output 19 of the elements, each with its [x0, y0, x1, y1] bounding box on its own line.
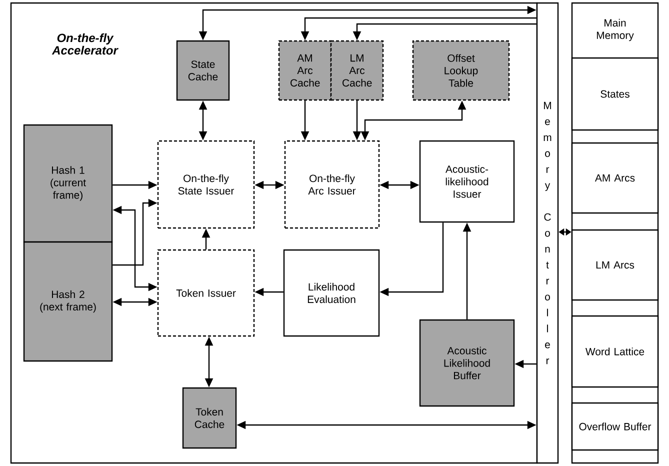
- memory-region: Word Lattice: [571, 315, 659, 388]
- cache-box: LM Arc Cache: [330, 40, 384, 101]
- hash-table-box: Hash 2 (next frame): [23, 241, 113, 362]
- evaluation-box: Likelihood Evaluation: [283, 249, 380, 337]
- issuer-box: On-the-fly Arc Issuer: [284, 140, 380, 229]
- cache-box: Token Cache: [182, 387, 237, 449]
- issuer-box: On-the-fly State Issuer: [157, 140, 255, 229]
- issuer-box: Token Issuer: [157, 249, 255, 337]
- controller-bar: Memory Controller: [536, 2, 559, 464]
- memory-region: AM Arcs: [571, 142, 659, 214]
- memory-region: States: [571, 57, 659, 131]
- cache-box: State Cache: [176, 40, 230, 101]
- cache-box: AM Arc Cache: [278, 40, 332, 101]
- memory-region: LM Arcs: [571, 229, 659, 301]
- hash-table-box: Hash 1 (current frame): [23, 124, 113, 243]
- issuer-box: Acoustic-likelihood Issuer: [419, 140, 515, 223]
- table-box: Offset Lookup Table: [412, 40, 510, 101]
- memory-region: Overflow Buffer: [571, 402, 659, 451]
- buffer-box: Acoustic Likelihood Buffer: [419, 319, 515, 407]
